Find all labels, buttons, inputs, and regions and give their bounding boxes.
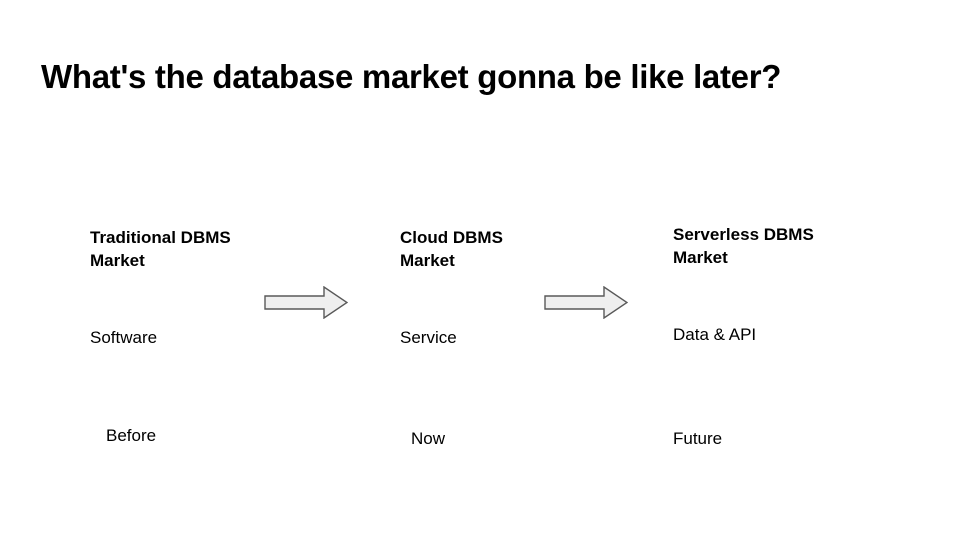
stage-time-label: Future xyxy=(673,429,723,448)
stage-serverless-dbms: Serverless DBMS Market Data & API Future xyxy=(673,223,923,448)
right-arrow-icon xyxy=(544,286,628,319)
stage-cloud-dbms: Cloud DBMS Market Service Now xyxy=(400,226,650,448)
stage-time-label: Now xyxy=(411,429,446,448)
stage-value: Software xyxy=(90,328,158,347)
stage-value: Service xyxy=(400,328,457,347)
stage-heading: Traditional DBMS Market xyxy=(90,228,231,270)
page-title: What's the database market gonna be like… xyxy=(41,58,782,95)
stage-traditional-dbms: Traditional DBMS Market Software Before xyxy=(90,226,340,445)
right-arrow-icon xyxy=(264,286,348,319)
stage-heading: Cloud DBMS Market xyxy=(400,228,503,270)
stage-value: Data & API xyxy=(673,325,757,344)
stage-time-label: Before xyxy=(106,426,157,445)
stage-heading: Serverless DBMS Market xyxy=(673,225,814,267)
